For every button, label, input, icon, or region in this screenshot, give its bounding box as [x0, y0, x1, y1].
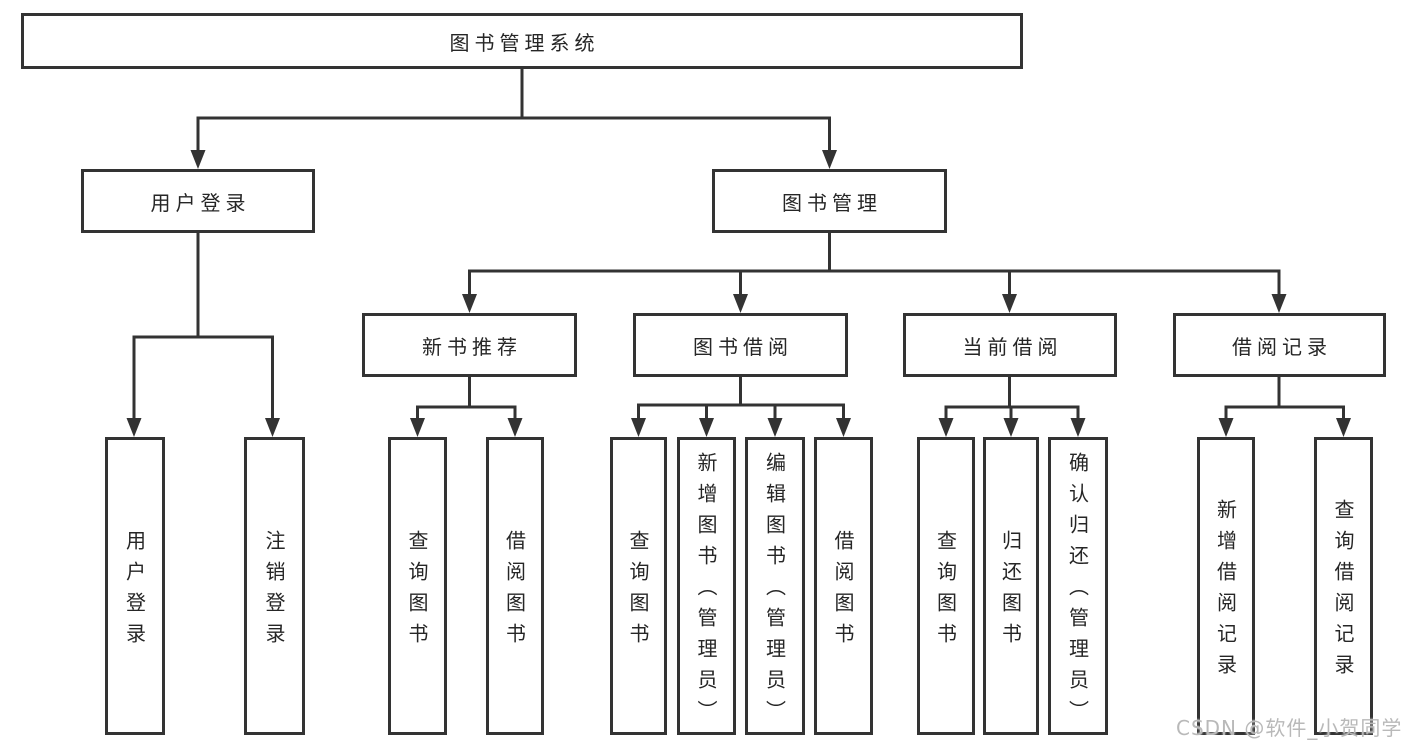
leaf-query-books-recommend: 查询图书: [388, 437, 447, 735]
leaf-borrow-books-recommend: 借阅图书: [486, 437, 544, 735]
node-current-borrowing: 当前借阅: [903, 313, 1117, 377]
node-borrowing-records: 借阅记录: [1173, 313, 1386, 377]
node-new-book-recommendation: 新书推荐: [362, 313, 577, 377]
leaf-borrow-books-borrowing: 借阅图书: [814, 437, 873, 735]
leaf-user-login: 用户登录: [105, 437, 165, 735]
leaf-edit-book-admin: 编辑图书（管理员）: [745, 437, 805, 735]
leaf-query-books-current: 查询图书: [917, 437, 975, 735]
leaf-return-books: 归还图书: [983, 437, 1039, 735]
leaf-add-book-admin: 新增图书（管理员）: [677, 437, 736, 735]
leaf-confirm-return-admin: 确认归还（管理员）: [1048, 437, 1108, 735]
node-root-library-system: 图书管理系统: [21, 13, 1023, 69]
node-user-login: 用户登录: [81, 169, 315, 233]
leaf-query-borrow-record: 查询借阅记录: [1314, 437, 1373, 735]
leaf-add-borrow-record: 新增借阅记录: [1197, 437, 1255, 735]
node-book-borrowing: 图书借阅: [633, 313, 848, 377]
leaf-logout: 注销登录: [244, 437, 305, 735]
leaf-query-books-borrowing: 查询图书: [610, 437, 667, 735]
node-book-management: 图书管理: [712, 169, 947, 233]
